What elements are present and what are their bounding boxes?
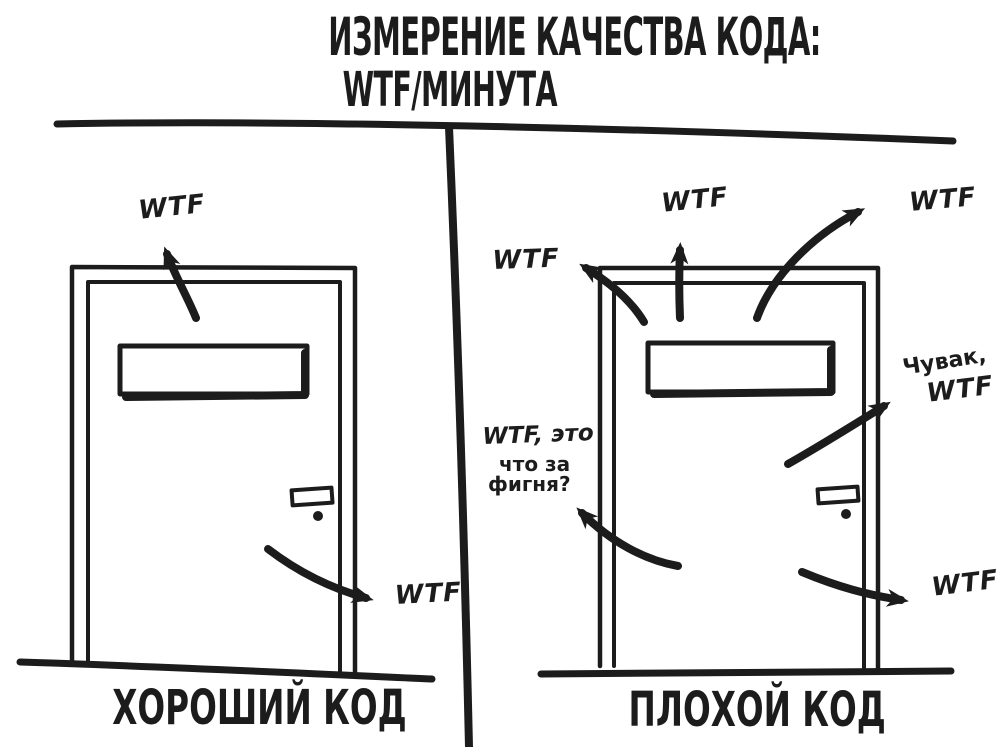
right-panel-caption-text: ПЛОХОЙ КОД [628,682,886,738]
right-wtf-label-top-left: WTF [492,243,561,276]
left-door-handle [289,485,335,521]
right-wtf-arrow-bottom-right [798,568,909,607]
left-door-window-shadow [122,349,309,401]
comic-title-line1-text: ИЗМЕРЕНИЕ КАЧЕСТВА КОДА: [328,6,821,68]
left-door-window [117,343,310,397]
right-floor-line [537,667,955,678]
left-wtf-arrow-top [163,246,200,322]
right-wtf-arrow-top-right [753,208,866,322]
left-panel-caption: ХОРОШИЙ КОД [43,680,406,736]
left-floor-line [16,658,436,683]
right-wtf-arrow-exclaim [576,507,682,570]
comic-title-line2-text: WTF/МИНУТА [342,60,558,118]
right-exclaim-note-line1: WTF, это [482,420,595,450]
right-panel-caption: ПЛОХОЙ КОД [568,682,908,738]
right-door-handle [815,484,861,519]
right-door-outer-frame [597,265,881,673]
left-wtf-label-bottom: WTF [394,577,463,611]
top-separator-line [53,119,957,145]
right-exclaim-note-line2: что за [499,452,571,476]
right-door-window [645,340,836,395]
comic-title-line2: WTF/МИНУТА [150,60,750,118]
left-panel-caption-text: ХОРОШИЙ КОД [112,680,407,736]
left-wtf-arrow-bottom [264,545,374,603]
right-wtf-arrow-top-left [579,263,648,326]
left-door-inner-frame [86,280,342,674]
left-door-outer-frame [69,264,358,675]
right-exclaim-note-line3: фигня? [488,472,571,496]
comic-title-line1: ИЗМЕРЕНИЕ КАЧЕСТВА КОДА: [150,6,821,67]
right-wtf-arrow-dude [784,401,891,468]
right-door-window-shadow [650,346,835,398]
right-wtf-arrow-top-center [670,242,689,322]
right-wtf-label-top-right: WTF [908,182,978,218]
right-door-inner-frame [612,281,866,672]
vertical-divider-line [445,123,473,747]
